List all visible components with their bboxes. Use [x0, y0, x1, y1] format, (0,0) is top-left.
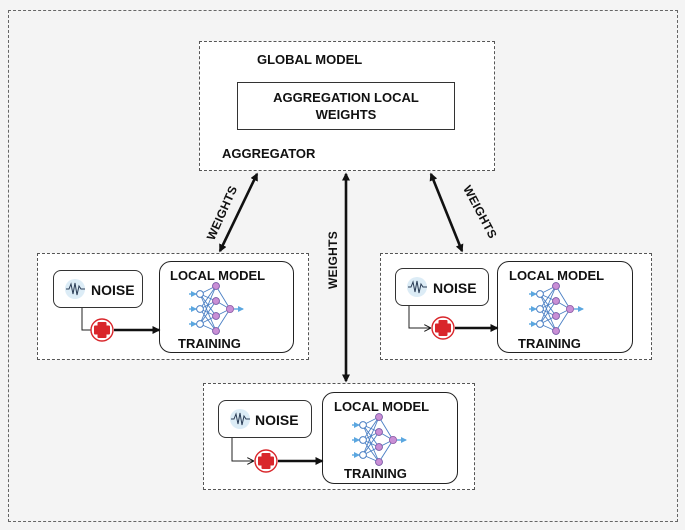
noise-label-left: NOISE	[91, 282, 135, 298]
training-label-right: TRAINING	[518, 336, 581, 351]
training-label-bottom: TRAINING	[344, 466, 407, 481]
system-boundary	[8, 10, 678, 522]
weights-label-center: WEIGHTS	[326, 230, 341, 290]
training-label-left: TRAINING	[178, 336, 241, 351]
aggregation-box: AGGREGATION LOCAL WEIGHTS	[237, 82, 455, 130]
local-model-label-left: LOCAL MODEL	[170, 268, 266, 283]
noise-box-left	[53, 270, 143, 308]
aggregation-label: AGGREGATION LOCAL WEIGHTS	[273, 90, 419, 122]
noise-label-right: NOISE	[433, 280, 477, 296]
global-model-label: GLOBAL MODEL	[257, 52, 363, 67]
aggregator-label: AGGREGATOR	[222, 146, 316, 161]
local-model-label-right: LOCAL MODEL	[509, 268, 605, 283]
noise-label-bottom: NOISE	[255, 412, 299, 428]
local-model-label-bottom: LOCAL MODEL	[334, 399, 430, 414]
